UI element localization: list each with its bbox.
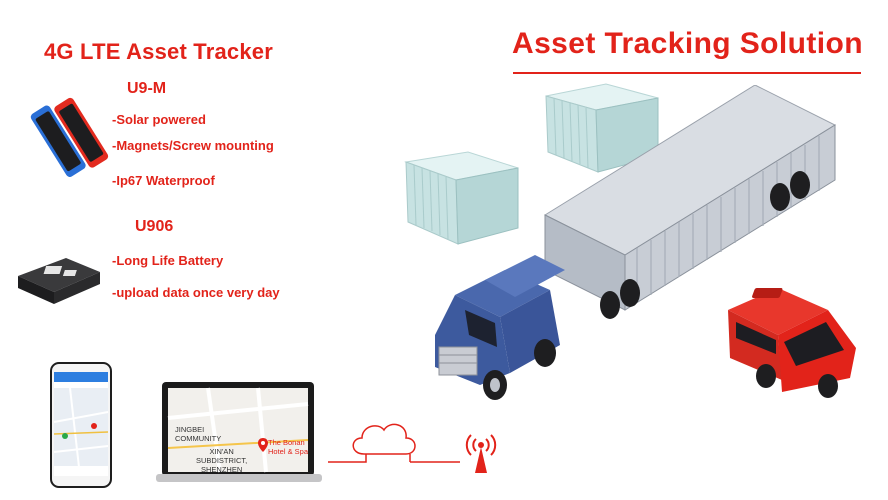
container-box-left	[404, 151, 519, 245]
map-label-jingbei: JINGBEI	[175, 425, 205, 434]
map-pin-icon	[258, 438, 268, 452]
feature-solar: -Solar powered	[112, 112, 206, 127]
map-label-xinan: XIN'AN	[209, 447, 234, 456]
map-poi-hotel: Hotel & Spa	[268, 447, 309, 456]
solution-title: Asset Tracking Solution	[512, 27, 863, 60]
feature-waterproof: -Ip67 Waterproof	[112, 173, 215, 188]
red-van-image	[728, 288, 856, 398]
feature-mounting: -Magnets/Screw mounting	[112, 138, 274, 153]
title-underline	[513, 72, 861, 74]
map-label-subdistrict: SUBDISTRICT,	[196, 456, 248, 465]
phone-app-image	[50, 362, 112, 488]
feature-upload: -upload data once very day	[112, 285, 280, 300]
model-u9m: U9-M	[127, 80, 167, 97]
u906-device-image	[18, 258, 100, 304]
map-poi-bonan: The Bonan	[268, 438, 305, 447]
product-heading: 4G LTE Asset Tracker	[44, 39, 273, 64]
u9m-device-image	[30, 97, 109, 177]
antenna-icon	[465, 434, 497, 473]
cloud-icon	[352, 423, 416, 455]
model-u906: U906	[135, 218, 174, 235]
semi-truck-image	[435, 85, 837, 400]
map-label-shenzhen: SHENZHEN	[201, 465, 243, 474]
feature-battery: -Long Life Battery	[112, 253, 224, 268]
map-label-community: COMMUNITY	[175, 434, 222, 443]
container-box-top	[545, 83, 659, 173]
laptop-map-image	[156, 382, 322, 482]
network-connection	[328, 423, 460, 463]
